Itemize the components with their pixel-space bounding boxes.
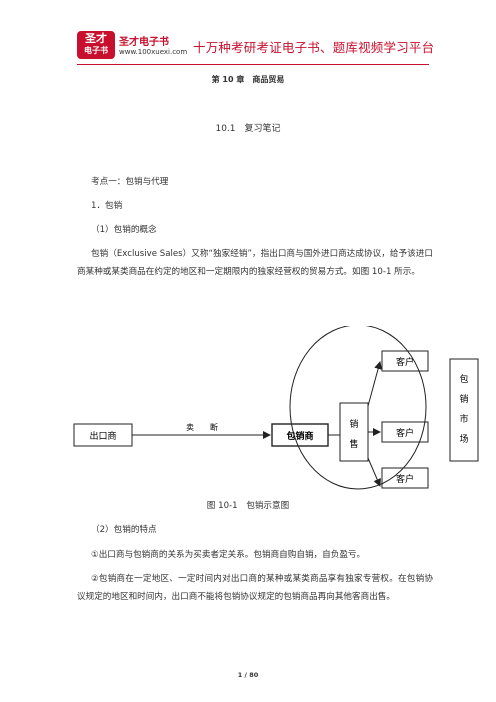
customer-label-3: 客户 <box>396 473 414 485</box>
arrow-to-customer-1 <box>367 361 383 407</box>
market-box: 包 销 市 场 <box>449 358 479 462</box>
logo-text-top: 圣才 <box>85 32 107 45</box>
market-char-4: 场 <box>459 434 468 445</box>
page-header: 圣才 电子书 圣才电子书 www.100xuexi.com 十万种考研考证电子书… <box>0 0 496 68</box>
customer-box-1 <box>381 350 429 372</box>
brand-name: 圣才电子书 <box>119 37 169 48</box>
chapter-title: 第 10 章 商品贸易 <box>211 75 285 84</box>
sales-box <box>339 402 369 462</box>
customer-box-3 <box>381 467 429 489</box>
distribution-diagram: 出口商 卖 断 包销商 销 售 客户 客户 客户 <box>73 326 429 490</box>
logo-text-bottom: 电子书 <box>84 46 108 55</box>
paragraph-feature-2: ②包销商在一定地区、一定时间内对出口商的某种或某类商品享有独家专营权。在包销协议… <box>77 574 433 602</box>
brand-logo: 圣才 电子书 <box>77 31 115 59</box>
market-box-frame <box>449 358 479 462</box>
distributor-label: 包销商 <box>285 430 313 442</box>
customer-label-2: 客户 <box>396 427 414 439</box>
paragraph-feature-1: ①出口商与包销商的关系为买卖者定关系。包销商自购自销，自负盈亏。 <box>91 550 366 560</box>
arrow-to-customer-3 <box>367 457 381 487</box>
point-heading: 考点一：包销与代理 <box>91 177 169 187</box>
market-char-3: 市 <box>459 413 468 425</box>
paragraph-concept: 包销（Exclusive Sales）又称“独家经销”，指出口商与国外进口商达成… <box>77 249 433 277</box>
header-divider <box>77 64 429 65</box>
market-char-1: 包 <box>459 373 468 385</box>
sales-char-1: 销 <box>349 418 358 430</box>
item-heading: 1．包销 <box>91 201 123 211</box>
customer-label-1: 客户 <box>396 356 414 368</box>
section-title: 10.1 复习笔记 <box>215 124 281 134</box>
subheading-concept: （1）包销的概念 <box>91 225 157 235</box>
sale-label: 卖 断 <box>186 422 218 432</box>
exporter-label: 出口商 <box>89 430 116 442</box>
customer-box-2 <box>381 421 429 443</box>
header-tagline: 十万种考研考证电子书、题库视频学习平台 <box>193 40 435 55</box>
subheading-features: （2）包销的特点 <box>91 525 157 535</box>
market-ellipse <box>289 326 427 490</box>
figure-caption: 图 10-1 包销示意图 <box>206 501 290 511</box>
page-number: 1 / 80 <box>237 671 259 679</box>
market-char-2: 销 <box>459 393 468 405</box>
brand-url[interactable]: www.100xuexi.com <box>119 48 188 56</box>
sales-char-2: 售 <box>349 438 358 450</box>
